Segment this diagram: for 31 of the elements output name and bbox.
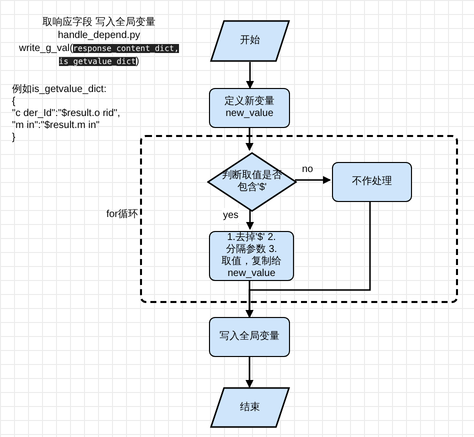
terminal-parallelogram [210, 20, 290, 62]
note-text: { [12, 96, 16, 108]
note-text: "m in":"$result.m in" [12, 120, 100, 132]
note-text: write_g_val(response_content_dict, is_getvalue_dict) [18, 42, 180, 68]
arrow [295, 176, 331, 184]
edge-label: no [301, 162, 314, 177]
arrow [246, 62, 254, 89]
node-text: 开始 [240, 35, 260, 47]
process-box [209, 317, 290, 357]
process-box [332, 162, 412, 202]
arrow [246, 357, 254, 388]
node-text: 判断取值是否包含'$' [222, 170, 282, 194]
process-box [209, 231, 294, 281]
terminal-parallelogram [210, 387, 290, 428]
node-text: 不作处理 [352, 176, 392, 188]
node-text: 定义新变量 new_value [224, 96, 276, 120]
note-text: } [12, 132, 16, 144]
node-text: 结束 [240, 402, 260, 414]
note-text: "c der_Id":"$result.o rid", [12, 108, 120, 120]
arrow [246, 210, 254, 230]
note-text: 例如is_getvalue_dict: [12, 84, 106, 96]
loop-label: for循环 [106, 208, 138, 222]
decision-diamond [207, 152, 297, 212]
note-text: handle_depend.py [58, 29, 140, 42]
process-box [209, 88, 290, 128]
node-text: 写入全局变量 [220, 331, 280, 343]
note-text: 取响应字段 写入全局变量 [42, 16, 156, 29]
arrow [246, 200, 371, 318]
node-text: 1.去掉'$' 2.分隔参数 3.取值，复制给 new_value [220, 232, 282, 280]
edge-label: yes [222, 208, 240, 223]
arrow [246, 128, 254, 151]
